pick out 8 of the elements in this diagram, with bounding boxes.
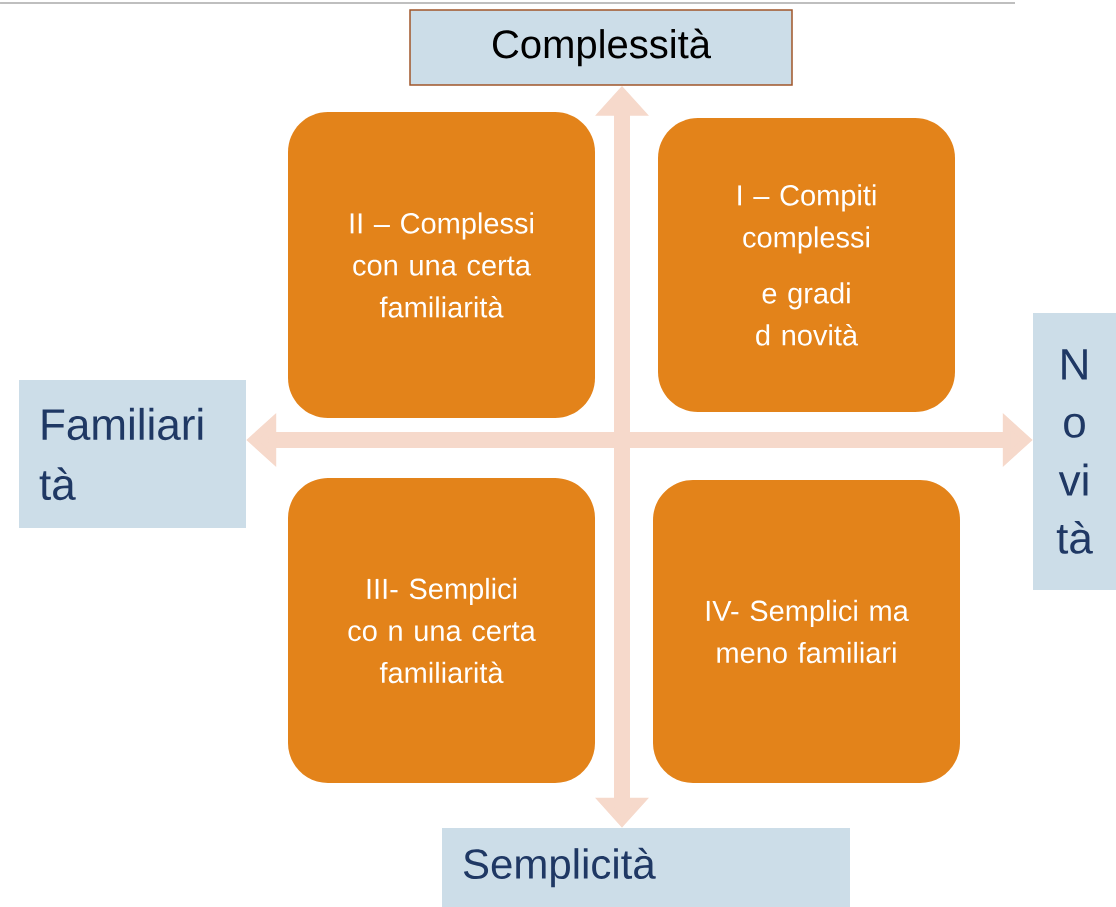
axis-label-box: N o vi tà [1033, 313, 1116, 590]
quadrant-box: II – Complessi con una certa familiarità [288, 112, 595, 418]
axis-label-box: Complessità [409, 9, 793, 86]
quadrant-box: I – Compiti complessi e gradi d novità [658, 118, 955, 412]
quadrant-box: IV- Semplici ma meno familiari [653, 480, 960, 783]
axis-label-box: Familiari tà [19, 380, 246, 528]
axis-label-box: Semplicità [442, 828, 850, 907]
quadrant-box: III- Semplici co n una certa familiarità [288, 478, 595, 783]
